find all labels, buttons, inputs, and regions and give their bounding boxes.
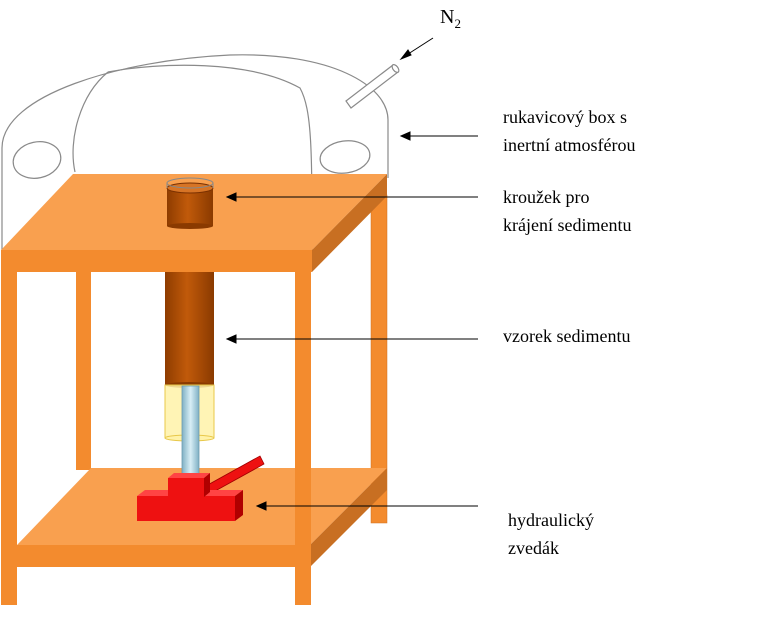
jack-base — [137, 496, 235, 521]
hydraulic-jack — [137, 455, 265, 521]
label-ring-line2: krájení sedimentu — [503, 215, 632, 235]
n2-inlet-tube — [345, 64, 400, 109]
gas-symbol: N — [440, 6, 455, 28]
label-ring-line1: kroužek pro — [503, 187, 590, 207]
cutting-ring — [166, 177, 214, 229]
arrow-jack — [255, 501, 478, 511]
arrow-ring — [225, 192, 478, 202]
arrow-sample — [225, 334, 478, 344]
front-leg-right — [295, 272, 311, 605]
label-sample-line1: vzorek sedimentu — [503, 326, 631, 346]
jack-body — [168, 478, 204, 497]
label-jack-line2: zvedák — [508, 538, 559, 558]
back-leg-left — [76, 270, 91, 470]
dome-front-seam — [72, 71, 109, 173]
label-sample: vzorek sedimentu — [503, 322, 630, 350]
dome-inner-seam — [107, 64, 313, 251]
label-glovebox-line1: rukavicový box s — [503, 107, 627, 127]
sediment-column — [164, 272, 215, 479]
glove-port-right — [319, 140, 371, 174]
table-front-legs — [1, 272, 311, 605]
label-glovebox: rukavicový box s inertní atmosférou — [503, 103, 635, 159]
pointer-arrows — [225, 37, 478, 511]
gas-label: N2 — [440, 6, 461, 32]
piston-rod — [181, 385, 200, 479]
label-jack-line1: hydraulický — [508, 510, 594, 530]
label-glovebox-line2: inertní atmosférou — [503, 135, 636, 155]
bottom-shelf-front — [17, 545, 310, 567]
jack-base-side — [235, 490, 243, 521]
top-shelf-side — [312, 174, 387, 272]
label-jack: hydraulický zvedák — [508, 506, 594, 562]
glove-port-left — [12, 141, 62, 179]
arrow-gas — [399, 37, 434, 61]
gas-subscript: 2 — [454, 16, 461, 31]
front-leg-left — [1, 272, 17, 605]
label-ring: kroužek pro krájení sedimentu — [503, 183, 631, 239]
table-back-legs — [76, 194, 388, 524]
bottom-shelf-side — [310, 468, 387, 567]
top-shelf-front — [1, 250, 312, 272]
sediment-core — [165, 272, 214, 385]
arrow-glovebox — [399, 131, 478, 141]
